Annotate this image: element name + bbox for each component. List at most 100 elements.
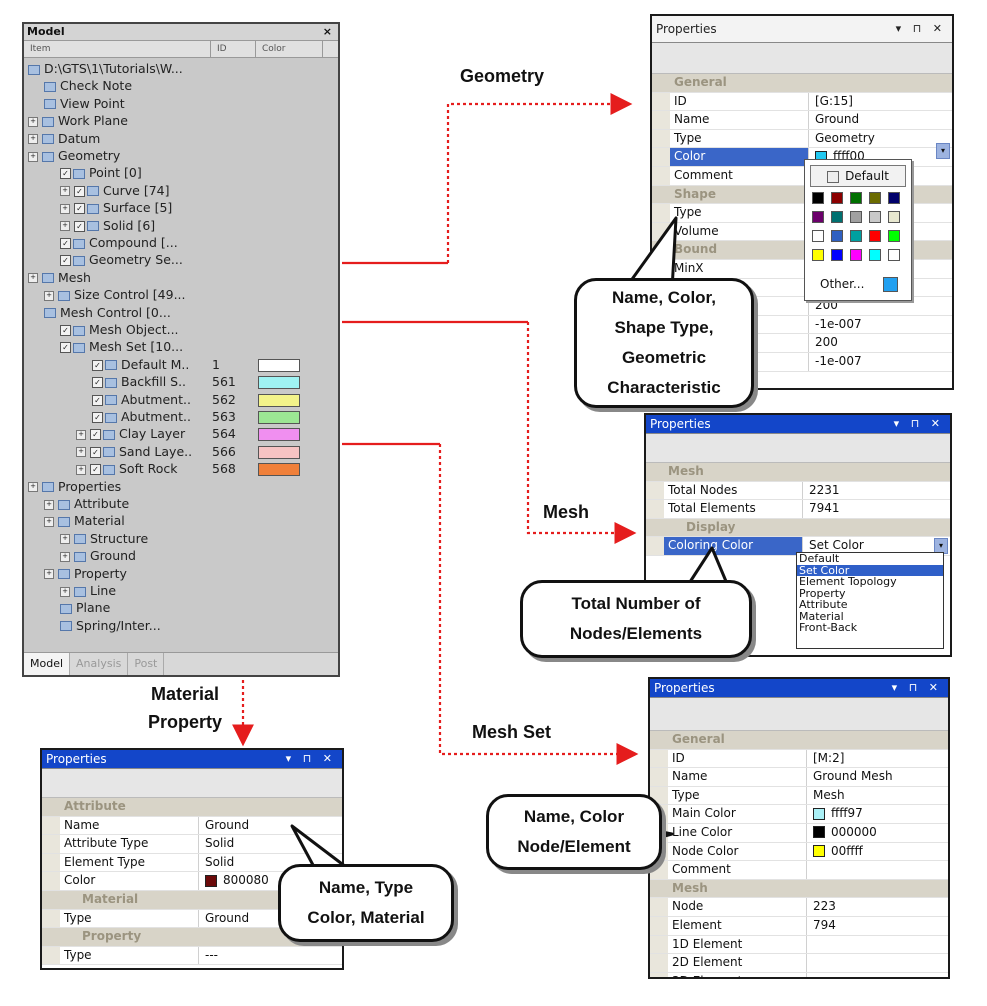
checkbox-icon[interactable]: ✓	[92, 412, 103, 423]
expand-icon[interactable]: +	[28, 482, 38, 493]
category-general[interactable]: General	[650, 731, 948, 750]
category-attribute[interactable]: Attribute	[42, 798, 342, 817]
prop-row[interactable]: 3D Element	[650, 972, 948, 977]
tree-item[interactable]: +Material	[44, 512, 125, 529]
tree-item[interactable]: +Geometry	[28, 147, 120, 164]
column-header-id[interactable]: ID	[211, 41, 256, 57]
palette-color-cell[interactable]	[831, 249, 843, 261]
tree-item[interactable]: ✓Mesh Object...	[60, 321, 179, 338]
meshset-color-swatch[interactable]	[258, 376, 300, 390]
prop-row[interactable]: 1D Element	[650, 935, 948, 955]
expand-icon[interactable]: +	[44, 569, 54, 580]
prop-value[interactable]: Solid	[199, 854, 342, 872]
dropdown-option[interactable]: Property	[799, 586, 846, 600]
tree-item[interactable]: +Datum	[28, 130, 100, 147]
dropdown-option[interactable]: Front-Back	[799, 621, 858, 634]
expand-icon[interactable]: +	[44, 290, 54, 301]
prop-value[interactable]: [G:15]	[809, 93, 952, 111]
palette-color-cell[interactable]	[888, 211, 900, 223]
checkbox-icon[interactable]: ✓	[60, 325, 71, 336]
tree-item[interactable]: +Mesh	[28, 269, 91, 286]
prop-value[interactable]: Solid	[199, 835, 342, 853]
tree-item[interactable]: +✓Curve [74]	[60, 182, 170, 199]
expand-icon[interactable]: +	[76, 464, 86, 475]
prop-value[interactable]: 000000	[807, 824, 948, 842]
tree-item[interactable]: Check Note	[44, 77, 132, 94]
tree-item[interactable]: ✓Mesh Set [10...	[60, 338, 183, 355]
palette-default-button[interactable]: Default	[810, 165, 906, 187]
palette-color-cell[interactable]	[869, 230, 881, 242]
palette-color-cell[interactable]	[850, 249, 862, 261]
dropdown-arrow-icon[interactable]: ▾	[936, 143, 950, 159]
palette-color-cell[interactable]	[812, 211, 824, 223]
window-controls-icon[interactable]: ▾ ⊓ ✕	[285, 752, 336, 765]
category-general[interactable]: General	[652, 74, 952, 93]
category-property[interactable]: Property	[42, 928, 342, 947]
prop-value[interactable]: Ground	[809, 111, 952, 129]
meshset-color-swatch[interactable]	[258, 445, 300, 459]
palette-color-cell[interactable]	[869, 249, 881, 261]
category-mesh[interactable]: Mesh	[650, 879, 948, 899]
dropdown-option[interactable]: Set Color	[797, 564, 943, 576]
palette-color-cell[interactable]	[888, 192, 900, 204]
expand-icon[interactable]: +	[60, 551, 70, 562]
tree-item[interactable]: +Property	[44, 565, 127, 582]
tree-item[interactable]: ✓Point [0]	[60, 164, 142, 181]
palette-color-cell[interactable]	[812, 230, 824, 242]
palette-other-button[interactable]: Other...	[810, 274, 904, 294]
prop-row[interactable]: 2D Element	[650, 954, 948, 973]
prop-value[interactable]: ffff97	[807, 805, 948, 823]
expand-icon[interactable]: +	[76, 447, 86, 458]
column-header-color[interactable]: Color	[256, 41, 323, 57]
prop-row[interactable]: Comment	[652, 166, 952, 186]
palette-color-cell[interactable]	[850, 230, 862, 242]
column-header-item[interactable]: Item	[24, 41, 211, 57]
prop-value[interactable]: 800080	[199, 872, 342, 890]
checkbox-icon[interactable]: ✓	[60, 168, 71, 180]
tree-item[interactable]: Mesh Control [0...	[44, 304, 171, 321]
palette-color-cell[interactable]	[869, 211, 881, 223]
expand-icon[interactable]: +	[28, 134, 38, 145]
expand-icon[interactable]: +	[60, 534, 70, 545]
checkbox-icon[interactable]: ✓	[92, 377, 103, 389]
tree-item[interactable]: View Point	[44, 95, 125, 112]
palette-color-cell[interactable]	[888, 230, 900, 242]
prop-value[interactable]: Geometry	[809, 130, 952, 148]
checkbox-icon[interactable]: ✓	[92, 359, 103, 371]
expand-icon[interactable]: +	[28, 151, 38, 162]
prop-value[interactable]: [M:2]	[807, 750, 948, 768]
expand-icon[interactable]: +	[60, 203, 70, 214]
meshset-color-swatch[interactable]	[258, 358, 300, 372]
tree-item[interactable]: +✓Sand Laye..	[76, 443, 192, 460]
prop-row[interactable]: ID[G:15]	[652, 92, 952, 112]
tree-item[interactable]: +Ground	[60, 547, 136, 564]
tree-item[interactable]: ✓Default M..	[92, 356, 189, 373]
prop-value[interactable]: 2231	[803, 482, 950, 500]
tree-item[interactable]: +Size Control [49...	[44, 286, 186, 303]
tree-item[interactable]: +✓Clay Layer	[76, 425, 185, 442]
palette-color-cell[interactable]	[831, 192, 843, 204]
meshset-color-swatch[interactable]	[258, 428, 300, 442]
expand-icon[interactable]: +	[60, 586, 70, 597]
window-controls-icon[interactable]: ▾ ⊓ ✕	[891, 681, 942, 694]
checkbox-icon[interactable]: ✓	[60, 238, 71, 249]
palette-color-cell[interactable]	[850, 192, 862, 204]
palette-color-cell[interactable]	[831, 230, 843, 242]
checkbox-icon[interactable]: ✓	[74, 203, 85, 215]
tree-item[interactable]: +Structure	[60, 530, 148, 547]
prop-row[interactable]: ID[M:2]	[650, 749, 948, 769]
window-controls-icon[interactable]: ▾ ⊓ ✕	[893, 417, 944, 430]
prop-row[interactable]: Type	[652, 204, 952, 223]
prop-value[interactable]: 00ffff	[807, 843, 948, 861]
